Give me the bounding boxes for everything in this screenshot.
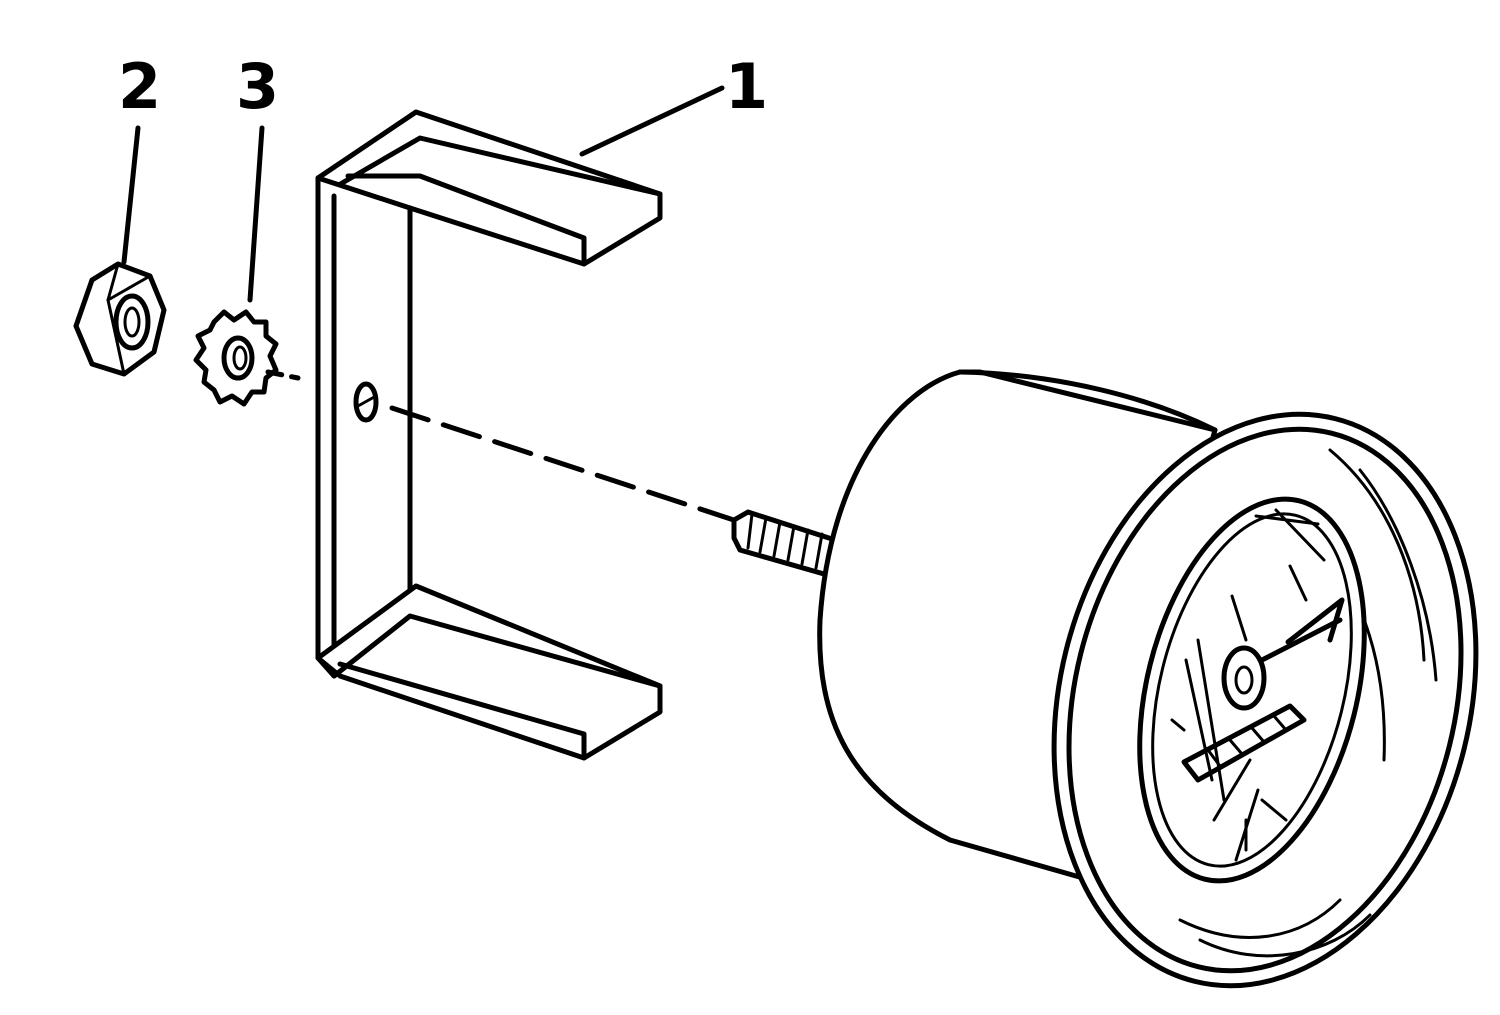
leader-line-3 <box>247 125 265 303</box>
lock-washer-part <box>193 309 279 407</box>
center-line-stud <box>389 405 743 525</box>
gauge-part <box>731 369 1479 989</box>
bracket-part <box>315 109 663 761</box>
center-line-washer <box>265 369 301 381</box>
hex-nut-part <box>73 261 167 377</box>
odometer-window <box>1181 703 1307 783</box>
callout-3-label: 3 <box>236 50 279 123</box>
leader-line-2 <box>121 125 141 265</box>
callout-1-label: 1 <box>725 50 768 123</box>
leader-line-1 <box>579 85 725 157</box>
callout-2-label: 2 <box>118 50 161 123</box>
